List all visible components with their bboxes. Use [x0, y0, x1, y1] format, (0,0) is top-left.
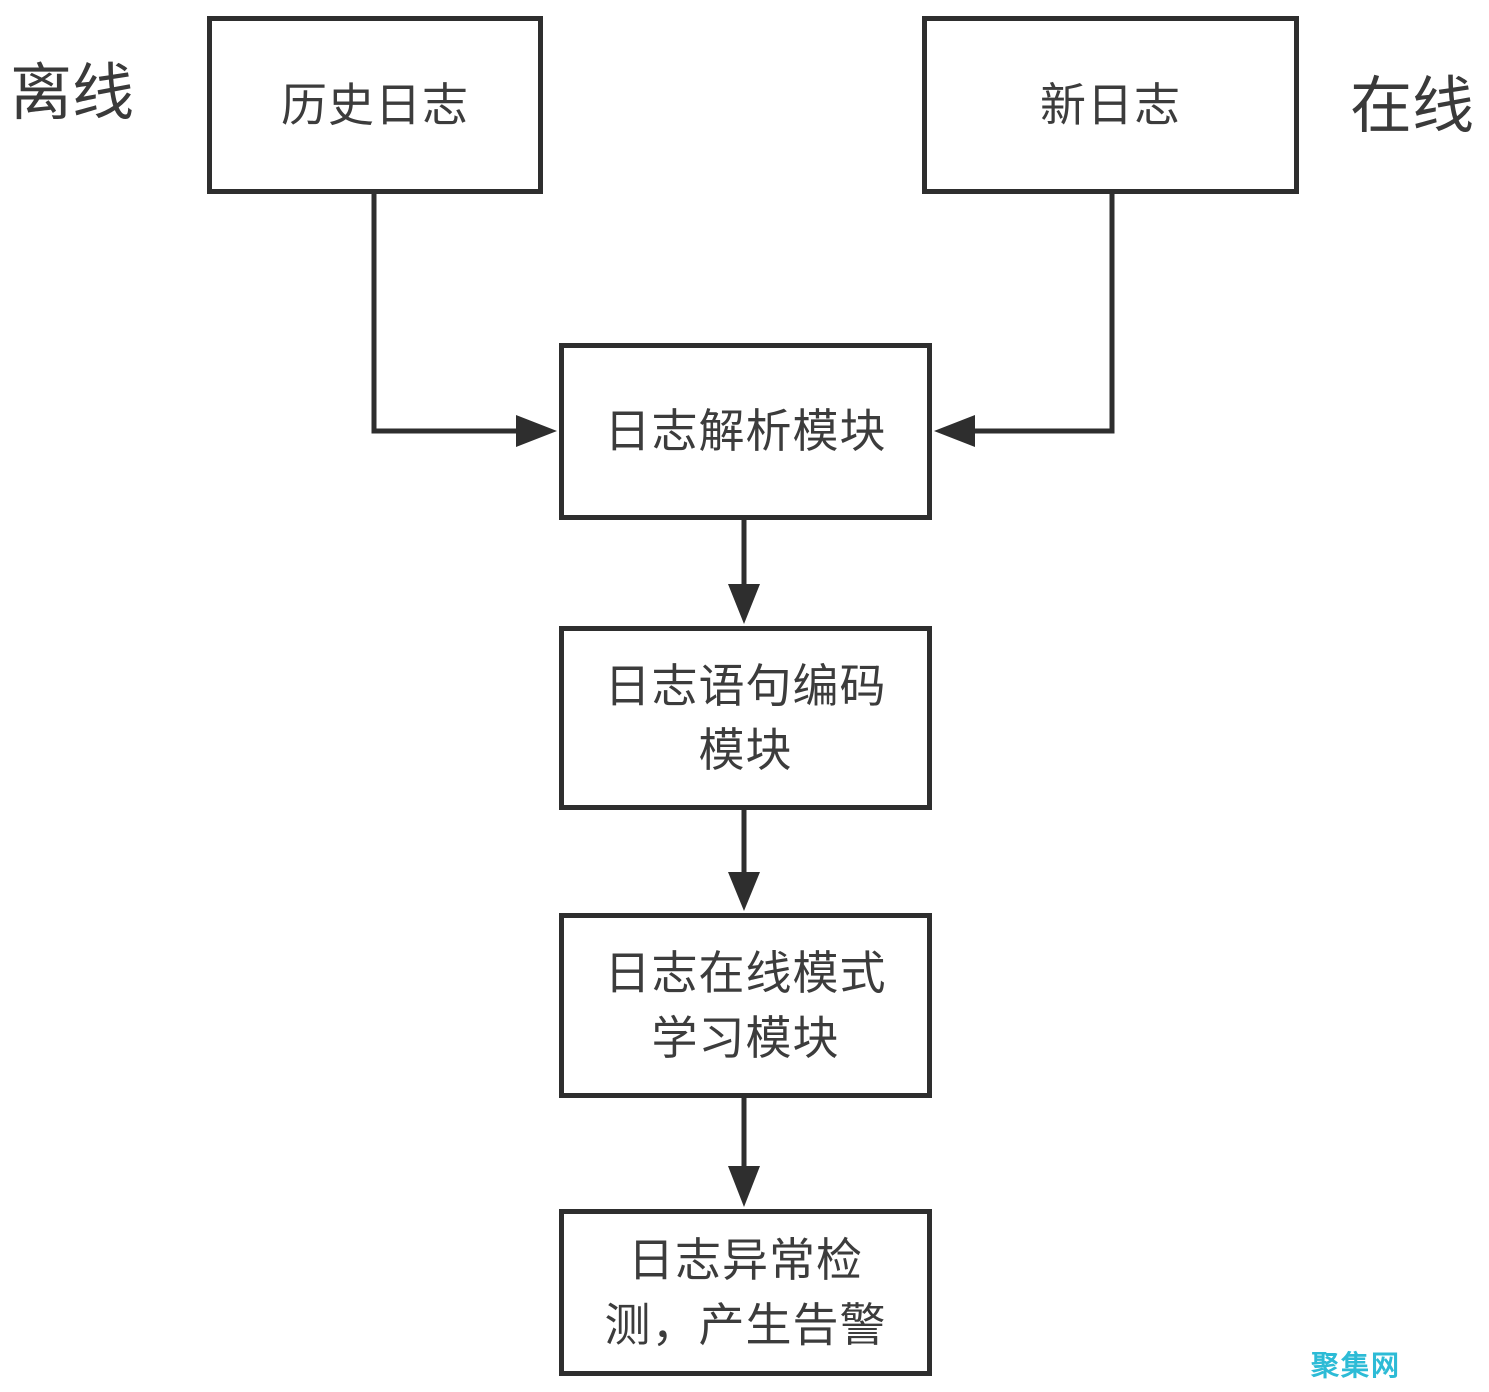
- history-log-text: 历史日志: [281, 77, 469, 132]
- edge-history-to-parse: [371, 194, 520, 434]
- arrowhead-new-to-parse: [934, 415, 975, 447]
- offline-label: 离线: [10, 56, 135, 129]
- learn-module-text: 日志在线模式 学习模块: [604, 946, 887, 1065]
- arrowhead-parse-to-encode: [728, 584, 760, 624]
- online-label: 在线: [1350, 69, 1475, 142]
- arrowhead-learn-to-detect: [728, 1166, 760, 1207]
- new-log-text: 新日志: [1040, 77, 1181, 132]
- history-log-node: 历史日志: [207, 16, 543, 194]
- parse-module-text: 日志解析模块: [604, 404, 887, 459]
- parse-module-node: 日志解析模块: [559, 343, 932, 520]
- new-log-node: 新日志: [922, 16, 1299, 194]
- detect-module-node: 日志异常检 测，产生告警: [559, 1209, 932, 1376]
- encode-module-node: 日志语句编码 模块: [559, 626, 932, 810]
- learn-module-node: 日志在线模式 学习模块: [559, 913, 932, 1098]
- arrowhead-encode-to-learn: [728, 872, 760, 911]
- arrowhead-history-to-parse: [516, 415, 557, 447]
- watermark-logo: 聚集网: [1310, 1349, 1401, 1382]
- detect-module-text: 日志异常检 测，产生告警: [604, 1233, 887, 1352]
- edge-new-to-parse: [972, 194, 1115, 434]
- encode-module-text: 日志语句编码 模块: [604, 658, 887, 777]
